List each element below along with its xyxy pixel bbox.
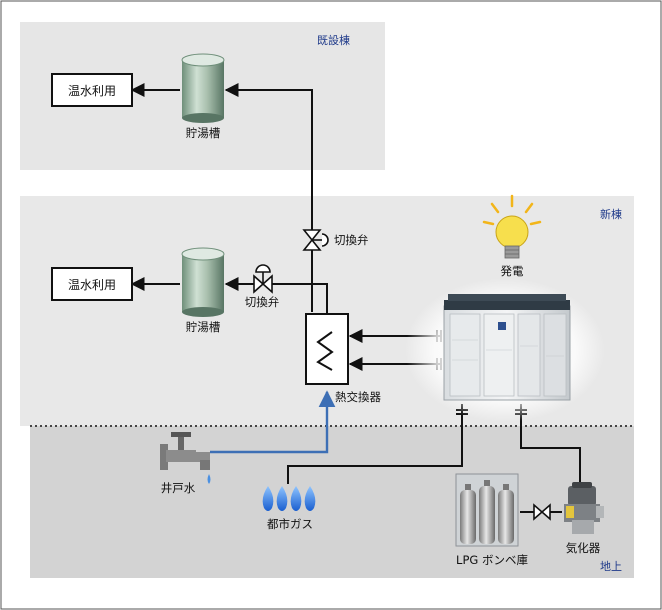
vaporizer-icon (564, 482, 604, 534)
switch-valve-label-top: 切換弁 (334, 233, 369, 247)
gas-flame-icon (262, 486, 316, 511)
storage-tank-label-mid: 貯湯槽 (186, 320, 221, 334)
zone-label-new: 新棟 (600, 207, 622, 221)
pipe-lpg (520, 404, 581, 484)
heat-exchanger-label: 熱交換器 (335, 390, 381, 404)
power-unit-icon (443, 294, 571, 401)
vaporizer-label: 気化器 (566, 541, 601, 555)
pipe-well-water (210, 390, 336, 454)
heat-exchanger-icon (305, 313, 349, 385)
storage-tank-label-top: 貯湯槽 (186, 126, 221, 140)
light-bulb-icon (482, 194, 542, 259)
hot-water-use-box-mid (51, 267, 133, 301)
hot-water-use-label-mid: 温水利用 (68, 278, 116, 292)
valve-icon (302, 229, 329, 251)
well-water-label: 井戸水 (161, 481, 196, 495)
pipe-city-gas (287, 404, 463, 484)
zone-label-ground: 地上 (600, 560, 622, 573)
power-generation-label: 発電 (501, 264, 524, 278)
gas-cylinder-icon (455, 473, 519, 547)
zone-label-existing: 既設棟 (317, 33, 350, 47)
valve-icon (253, 264, 273, 294)
storage-tank-icon (181, 53, 225, 123)
hot-water-use-label-top: 温水利用 (68, 84, 116, 98)
ground-zone (30, 426, 634, 578)
hot-water-use-box-top (51, 73, 133, 107)
storage-tank-icon (181, 247, 225, 317)
lpg-storage-label: LPG ボンベ庫 (456, 553, 528, 567)
valve-icon (533, 503, 551, 521)
faucet-icon (160, 432, 211, 484)
city-gas-label: 都市ガス (267, 517, 313, 531)
switch-valve-label-mid: 切換弁 (245, 295, 280, 309)
